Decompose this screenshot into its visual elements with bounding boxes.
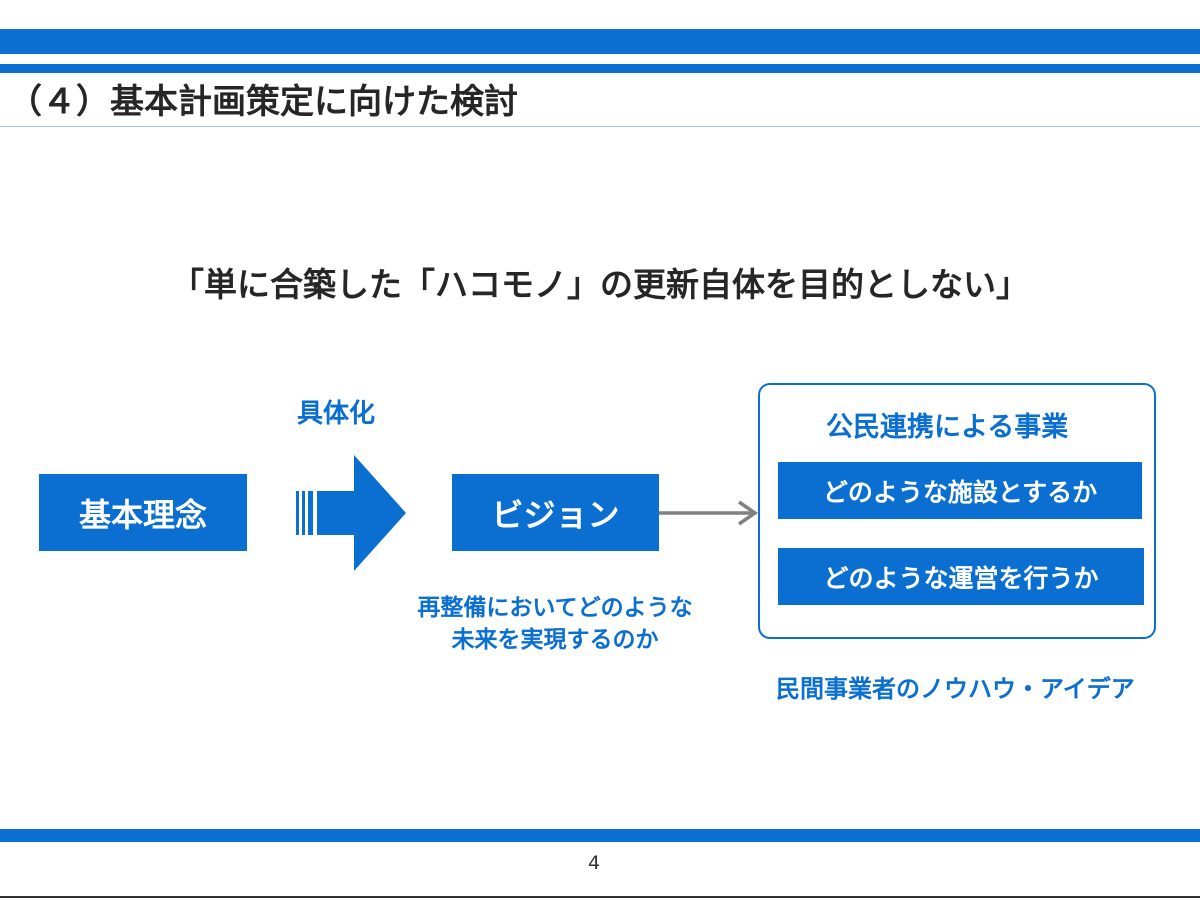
panel-item-operation: どのような運営を行うか: [778, 548, 1144, 605]
vision-description: 再整備においてどのような 未来を実現するのか: [390, 592, 720, 656]
vision-description-line-1: 再整備においてどのような: [417, 595, 693, 621]
vision-label: ビジョン: [491, 495, 620, 534]
basic-philosophy-label: 基本理念: [78, 495, 207, 534]
panel-item-facility-label: どのような施設とするか: [822, 477, 1098, 507]
basic-philosophy-box: 基本理念: [39, 474, 247, 551]
right-arrow-icon: [296, 455, 406, 571]
panel-title: 公民連携による事業: [826, 412, 1069, 443]
bottom-rule: [0, 896, 1200, 898]
title-underline: [0, 126, 1200, 127]
arrow-label: 具体化: [297, 399, 376, 429]
header-band-thick: [0, 29, 1200, 54]
slide-title: （４）基本計画策定に向けた検討: [8, 82, 518, 122]
header-band-thin: [0, 64, 1200, 73]
panel-item-operation-label: どのような運営を行うか: [823, 563, 1099, 593]
vision-box: ビジョン: [452, 474, 659, 551]
public-private-panel: [758, 383, 1156, 639]
panel-item-facility: どのような施設とするか: [778, 462, 1142, 519]
footer-band: [0, 829, 1200, 842]
page-number: 4: [587, 852, 601, 874]
panel-footnote: 民間事業者のノウハウ・アイデア: [776, 675, 1135, 703]
headline: 「単に合築した「ハコモノ」の更新自体を目的としない」: [171, 265, 1029, 304]
vision-description-line-2: 未来を実現するのか: [451, 627, 659, 653]
connector-arrow-icon: [659, 500, 759, 526]
